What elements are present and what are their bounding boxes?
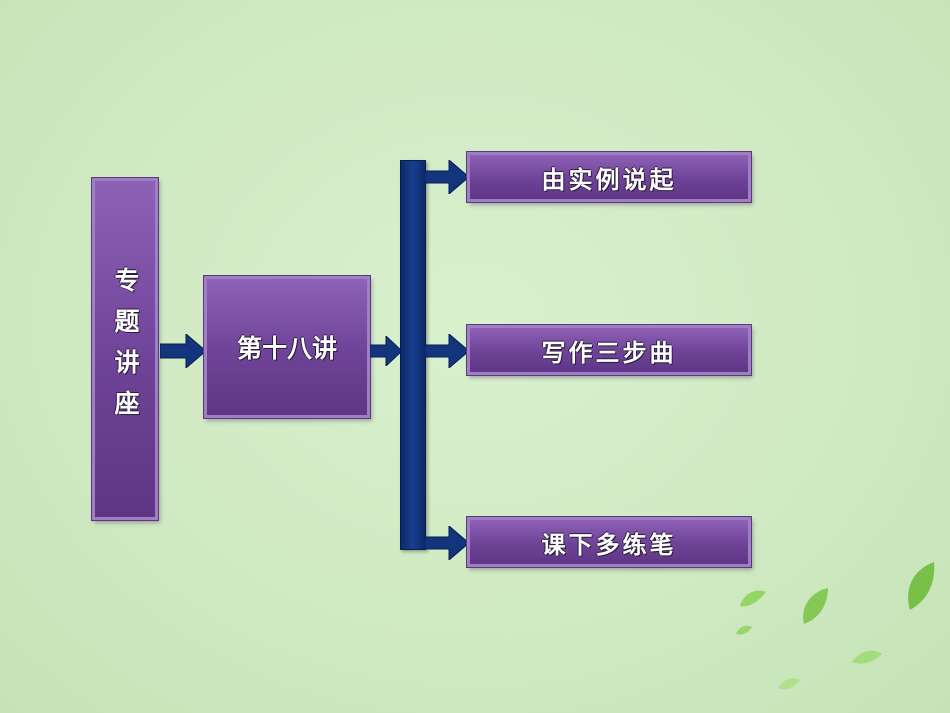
section-box-2: 写作三步曲 [467, 325, 751, 375]
leaf-decoration-6 [778, 678, 800, 690]
section-label-2: 写作三步曲 [541, 338, 677, 367]
branch-bracket [400, 160, 426, 550]
topic-box: 专题讲座 [92, 178, 158, 520]
leaf-decoration-5 [852, 650, 882, 664]
arrow-to-section-1 [425, 160, 469, 194]
section-box-1: 由实例说起 [467, 152, 751, 202]
arrow-to-section-2 [425, 334, 469, 368]
leaf-decoration-2 [803, 588, 828, 624]
section-label-3: 课下多练笔 [541, 530, 677, 559]
leaf-decoration-4 [736, 625, 752, 635]
arrow-to-section-3 [425, 526, 469, 560]
topic-label: 专题讲座 [111, 267, 140, 431]
leaf-decoration-3 [908, 562, 935, 610]
section-label-1: 由实例说起 [541, 165, 677, 194]
lecture-label: 第十八讲 [236, 334, 337, 363]
lecture-box: 第十八讲 [204, 276, 370, 418]
arrow-topic-to-lecture [160, 334, 206, 368]
section-box-3: 课下多练笔 [467, 517, 751, 567]
leaf-decoration-1 [740, 590, 766, 607]
arrow-lecture-to-bracket [370, 336, 402, 366]
